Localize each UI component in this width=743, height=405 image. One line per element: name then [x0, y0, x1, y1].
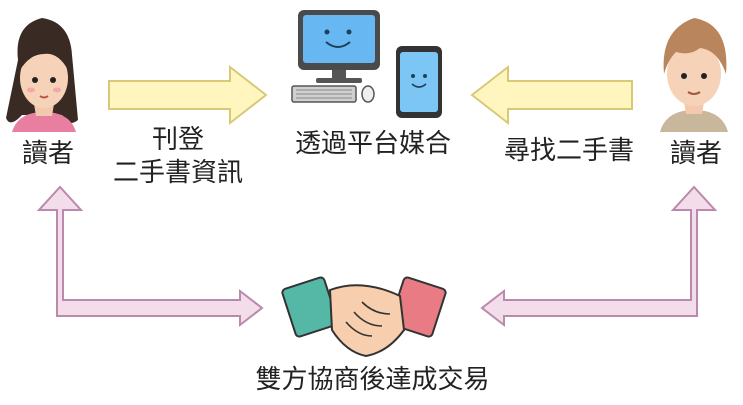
- post-label-line1: 刊登: [151, 125, 204, 155]
- pink-arrow-right: [480, 185, 718, 328]
- yellow-arrow-find-from-platform: [470, 64, 633, 126]
- computer-and-phone-icon: [291, 10, 442, 118]
- trade-label: 雙方協商後達成交易: [255, 365, 490, 395]
- find-label: 尋找二手書: [503, 136, 634, 166]
- yellow-arrow-post-to-platform: [108, 64, 268, 126]
- pink-arrow-left: [36, 185, 264, 328]
- post-label-line2: 二手書資訊: [112, 158, 243, 188]
- handshake-icon: [281, 276, 447, 358]
- platform-label: 透過平台媒合: [294, 129, 451, 159]
- reader-left-label: 讀者: [21, 139, 74, 169]
- female-reader-avatar-icon: [6, 18, 78, 132]
- reader-right-label: 讀者: [669, 139, 722, 169]
- male-reader-avatar-icon: [660, 18, 728, 132]
